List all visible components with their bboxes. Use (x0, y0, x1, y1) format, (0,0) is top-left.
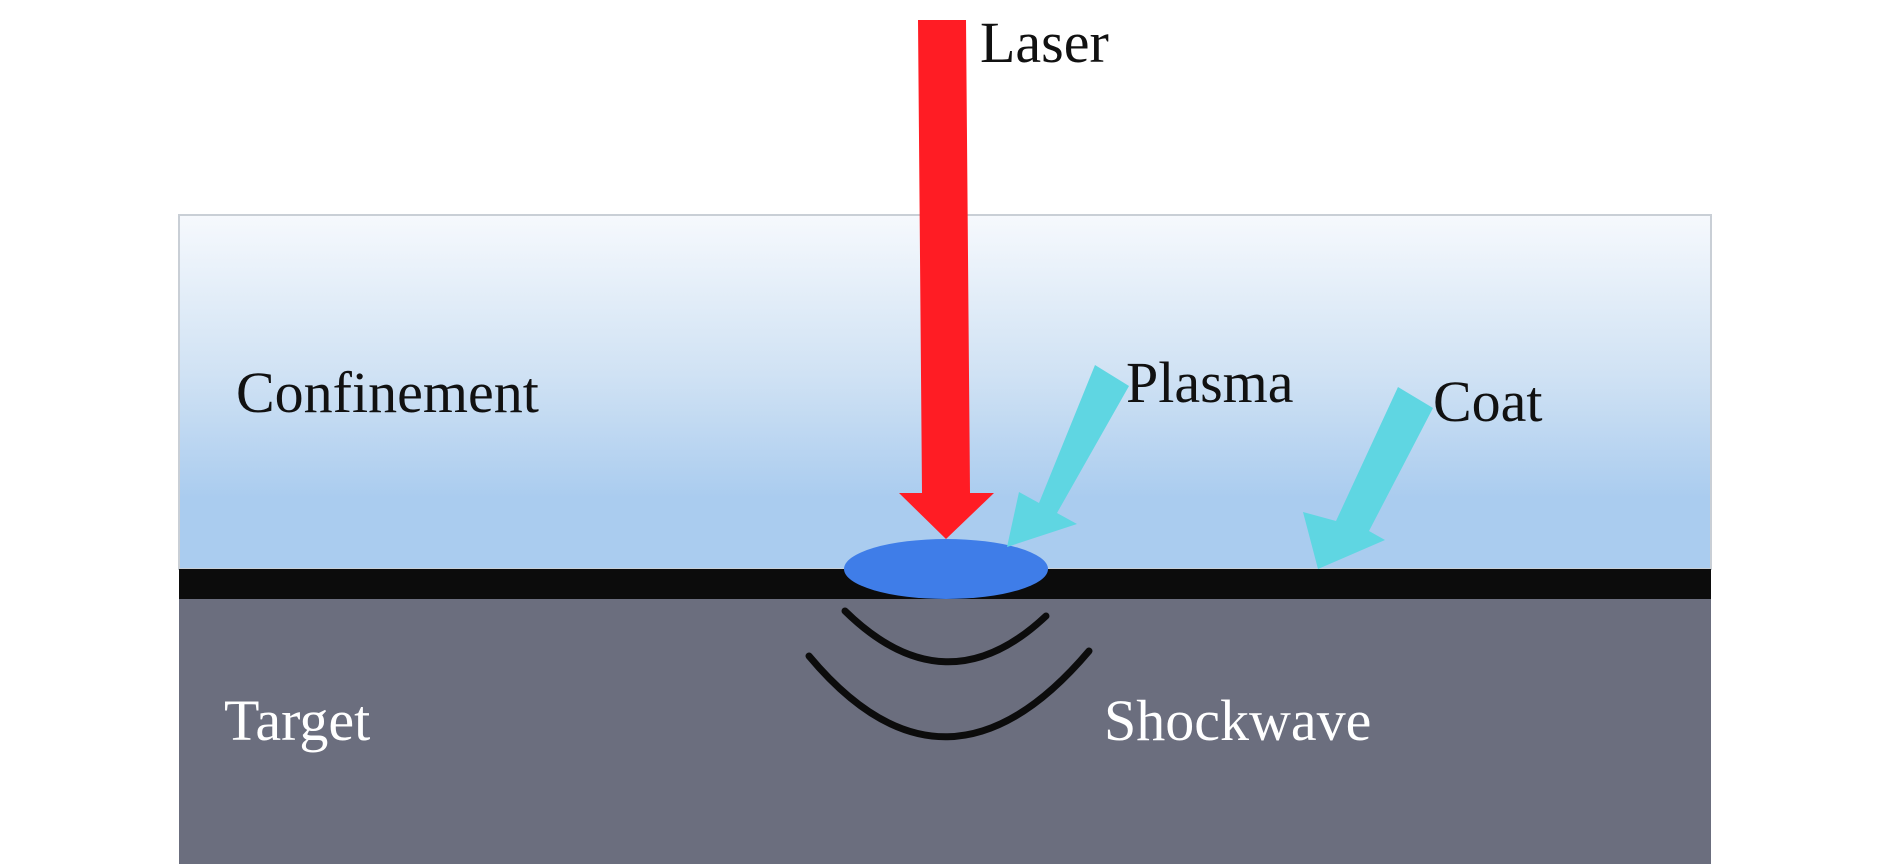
shockwave-arc-inner (841, 607, 1050, 666)
shockwave-arc-outer (805, 647, 1093, 741)
confinement-label: Confinement (236, 360, 539, 425)
coat-pointer-arrow (1303, 387, 1433, 569)
plasma-pointer-arrow (1007, 365, 1129, 547)
laser-label: Laser (980, 10, 1109, 75)
shockwave-arcs (805, 607, 1093, 741)
laser-arrow (899, 20, 994, 539)
target-label: Target (224, 688, 370, 753)
plasma-spot (844, 539, 1048, 599)
target-layer (179, 599, 1711, 864)
shockwave-label: Shockwave (1104, 688, 1371, 753)
coat-label: Coat (1433, 369, 1543, 434)
plasma-label: Plasma (1126, 350, 1294, 415)
